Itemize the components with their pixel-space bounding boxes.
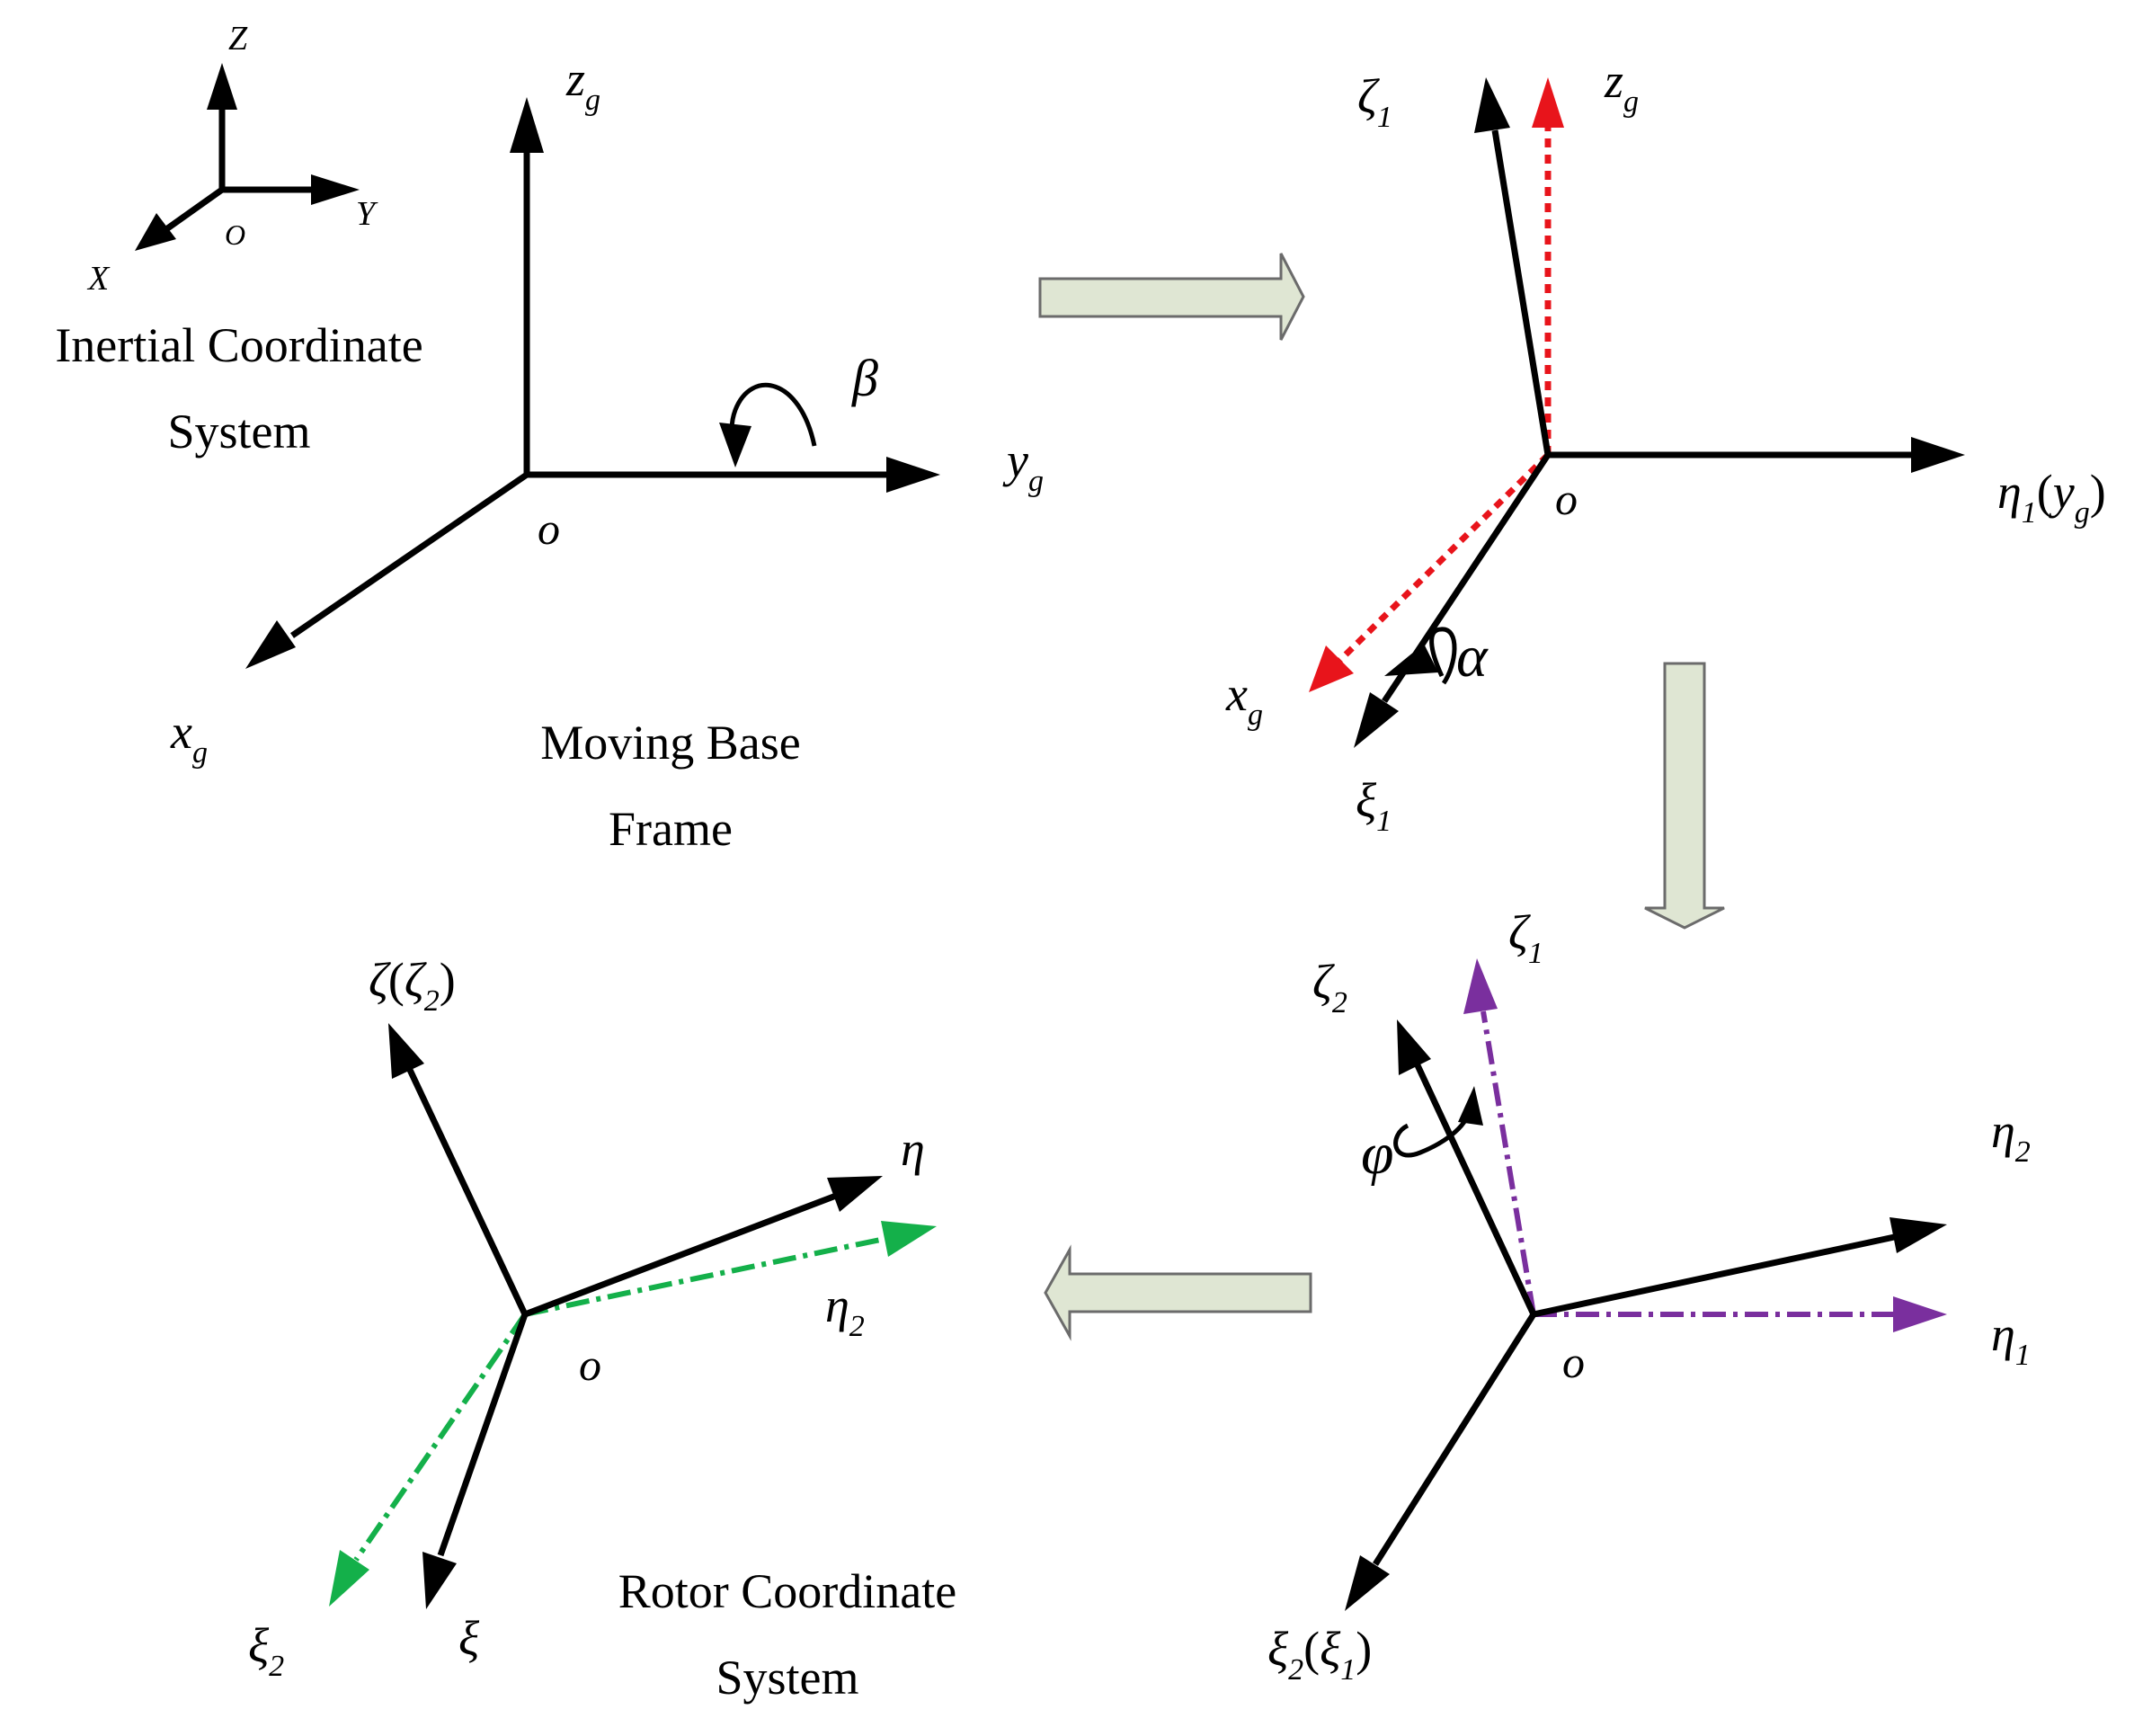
moving-base-frame: zg yg xg o β Moving Base Frame [170,52,1044,856]
block-arrow-left [1044,1244,1312,1341]
inertial-z-label: Z [228,20,248,58]
red-xg-arrowhead [1309,645,1354,692]
xg-label: xg [170,705,208,770]
zeta1-label: ζ1 [1508,905,1543,970]
red-zg-arrowhead [1532,77,1564,128]
xg-red-label: xg [1225,667,1263,732]
zeta2-label: ζ2 [1312,955,1347,1019]
rotor-coordinate-system: ζ(ζ2) η η2 ξ2 ξ o Rotor Coordinate Syste… [248,953,956,1705]
eta1-arrowhead [1911,437,1965,473]
purple-zeta1-arrowhead [1463,958,1498,1014]
origin-label: o [1555,474,1578,524]
inertial-frame: Z Y X O Inertial Coordinate System [55,20,422,458]
phi-label: φ [1361,1121,1394,1187]
inertial-x-arrowhead [135,213,176,251]
inertial-caption-line2: System [167,405,310,458]
zg-label: zg [565,52,600,117]
zeta-arrowhead [388,1023,424,1079]
origin-label: o [538,503,560,554]
eta2-label: η2 [825,1278,865,1343]
zg-arrowhead [510,97,544,153]
eta1-yg-label: η1(yg) [1997,465,2106,530]
zeta1-arrowhead [1474,77,1510,133]
yg-arrowhead [886,457,940,493]
zg-red-label: zg [1604,54,1639,119]
alpha-label: α [1456,624,1489,690]
purple-eta1-arrowhead [1893,1296,1947,1332]
alpha-arc-arrowhead [1384,644,1438,676]
inertial-caption-line1: Inertial Coordinate [55,318,422,372]
eta2-label: η2 [1991,1104,2031,1169]
xi1-arrowhead [1354,692,1399,748]
origin-label: o [579,1340,601,1390]
xi-arrowhead [422,1552,457,1609]
moving-base-caption-line1: Moving Base [540,716,801,770]
alpha-rotation-frame: ζ1 zg η1(yg) xg ξ1 o α [1225,54,2106,838]
beta-label: β [851,349,878,407]
rotor-caption-line2: System [716,1651,858,1705]
phi-arc-arrowhead [1458,1086,1483,1126]
inertial-z-arrowhead [207,63,237,110]
phi-rotation-frame: ζ1 ζ2 η2 η1 ξ2(ξ1) o φ [1267,905,2031,1687]
yg-label: yg [1002,433,1044,498]
zeta2-arrowhead [1397,1019,1431,1075]
eta1-label: η1 [1991,1307,2031,1372]
xi2-label: ξ2 [248,1618,284,1683]
green-eta2-arrowhead [881,1221,937,1257]
rotor-caption-line1: Rotor Coordinate [618,1564,956,1618]
eta2-arrowhead [1890,1217,1947,1253]
moving-base-caption-line2: Frame [609,802,733,856]
xi-label: ξ [458,1611,480,1665]
xi2-xi1-label: ξ2(ξ1) [1267,1622,1372,1687]
inertial-x-label: X [86,260,111,298]
eta-label: η [901,1122,925,1176]
xi2-arrowhead [1345,1555,1390,1611]
phi-rotation-arc [1393,1109,1472,1158]
zeta1-label: ζ1 [1357,69,1392,134]
block-arrow-right [1038,253,1305,341]
alpha-rotation-arc [1429,627,1457,685]
inertial-origin-label: O [225,218,245,251]
xi1-label: ξ1 [1356,773,1392,838]
zeta-zeta2-label: ζ(ζ2) [369,953,456,1018]
origin-label: o [1562,1337,1585,1387]
green-xi2-arrowhead [329,1550,369,1607]
xg-arrowhead [245,620,296,669]
block-arrow-down [1644,662,1725,930]
eta-arrowhead [827,1176,883,1212]
beta-arc-arrowhead [719,423,751,467]
inertial-y-label: Y [356,195,378,233]
inertial-y-arrowhead [311,174,360,205]
